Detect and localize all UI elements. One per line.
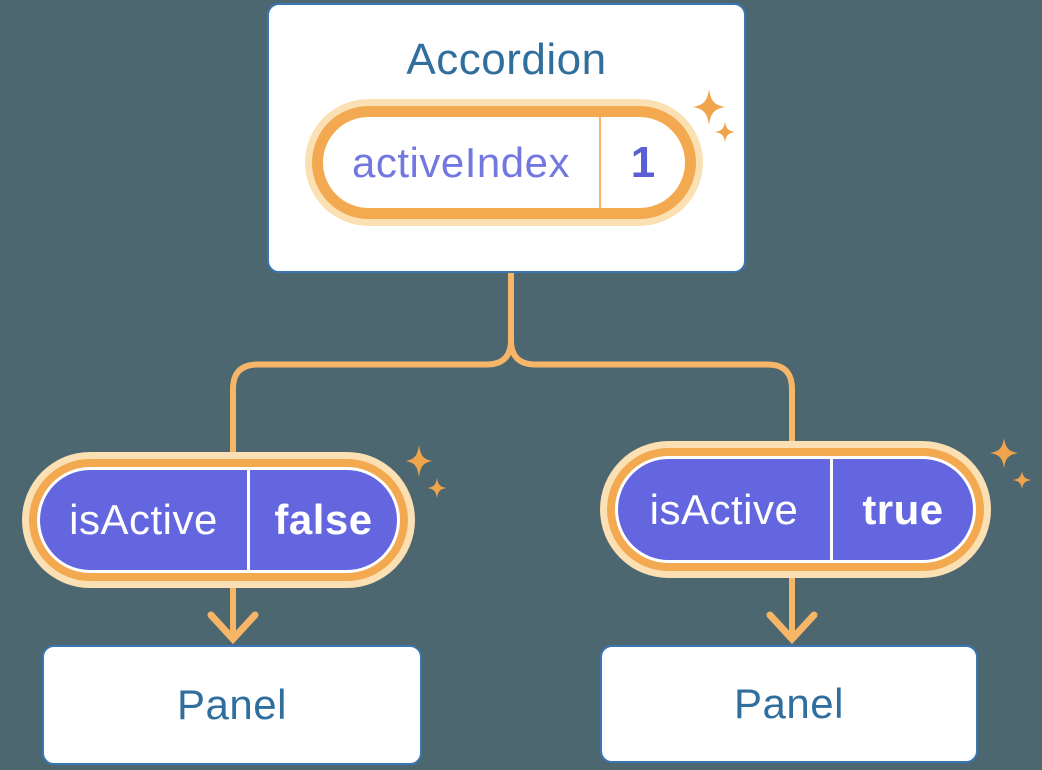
- prop-pill-label: isActive: [649, 485, 799, 533]
- state-pill-value: 1: [630, 137, 656, 187]
- prop-pill-value: true: [862, 485, 944, 533]
- arrow-down-right-icon: [766, 611, 818, 645]
- connector-right: [508, 339, 795, 636]
- pill-divider: [599, 117, 601, 208]
- panel-title: Panel: [734, 680, 844, 727]
- state-pill-label: activeIndex: [352, 138, 570, 186]
- arrow-down-left-icon: [207, 611, 259, 645]
- panel-card-right: Panel: [600, 645, 978, 763]
- panel-card-left: Panel: [42, 645, 422, 765]
- pill-divider: [247, 470, 250, 570]
- pill-divider: [830, 459, 833, 560]
- connector-left: [230, 272, 514, 636]
- panel-title: Panel: [177, 681, 287, 728]
- accordion-title: Accordion: [406, 35, 607, 84]
- is-active-pill-right: isActive true: [615, 456, 976, 563]
- prop-pill-label: isActive: [69, 496, 218, 543]
- active-index-pill: activeIndex 1: [323, 117, 685, 208]
- prop-pill-value: false: [274, 496, 373, 543]
- is-active-pill-left: isActive false: [37, 467, 400, 573]
